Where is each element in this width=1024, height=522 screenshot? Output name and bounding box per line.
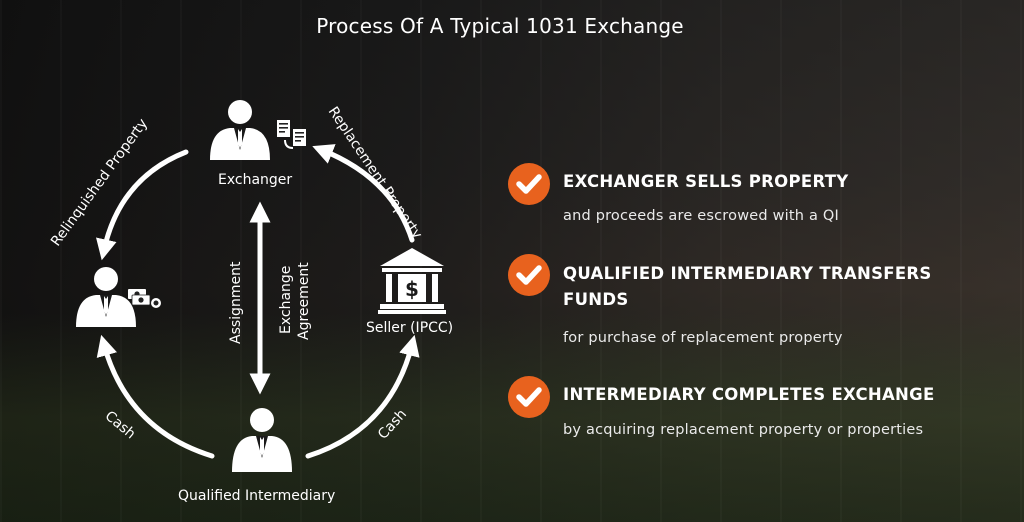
step-description: for purchase of replacement property <box>563 330 843 346</box>
svg-text:$: $ <box>405 277 419 301</box>
node-label-exchanger: Exchanger <box>218 172 293 188</box>
step-title: QUALIFIED INTERMEDIARY TRANSFERS FUNDS <box>563 264 932 309</box>
step-title: EXCHANGER SELLS PROPERTY <box>563 172 849 191</box>
orange-checkmark-icon <box>508 254 550 296</box>
page-title: Process Of A Typical 1031 Exchange <box>316 14 684 38</box>
node-label-seller: Seller (IPCC) <box>366 320 454 336</box>
arrow-cash-left <box>96 334 215 459</box>
step-description: and proceeds are escrowed with a QI <box>563 208 839 224</box>
arrow-label-agreement: Agreement <box>296 262 312 340</box>
arrow-relinquished-property <box>96 149 189 261</box>
bank-building-icon: $ <box>378 248 446 314</box>
node-label-qualified-intermediary: Qualified Intermediary <box>178 488 336 504</box>
arrow-replacement-property <box>312 144 415 243</box>
orange-checkmark-icon <box>508 376 550 418</box>
businessman-icon <box>232 408 292 472</box>
arrow-label-assignment: Assignment <box>228 261 244 344</box>
step-title: INTERMEDIARY COMPLETES EXCHANGE <box>563 385 935 404</box>
exchange-cycle-diagram: $ <box>76 100 446 472</box>
step-description: by acquiring replacement property or pro… <box>563 422 924 438</box>
orange-checkmark-icon <box>508 163 550 205</box>
arrow-label-exchange: Exchange <box>278 265 294 334</box>
arrow-cash-right <box>305 334 420 459</box>
businessman-documents-icon <box>210 100 306 160</box>
businessman-cash-icon <box>76 267 161 327</box>
